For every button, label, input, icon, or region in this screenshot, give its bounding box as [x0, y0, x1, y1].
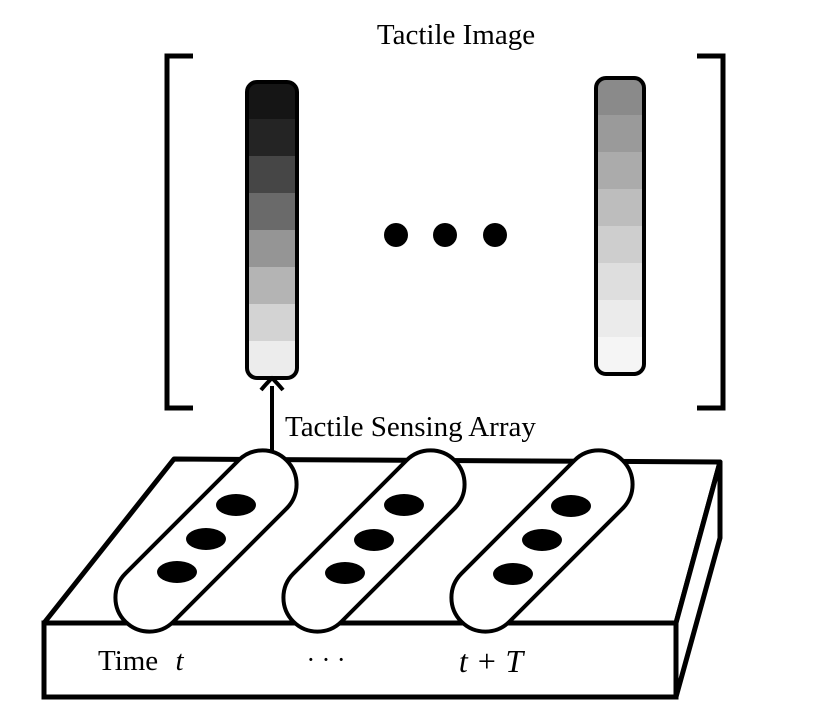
tactile-cell — [596, 226, 644, 264]
tactile-cell — [596, 337, 644, 374]
tactile-sensing-array-label: Tactile Sensing Array — [285, 411, 536, 443]
tactile-cell — [596, 115, 644, 153]
right-bracket — [697, 53, 726, 411]
tactile-cell — [247, 156, 297, 194]
sensor-dots-pad-1 — [157, 494, 256, 583]
board-front-face — [41, 620, 679, 700]
sensor-dots-pad-3 — [493, 495, 591, 585]
tactile-cell — [596, 152, 644, 190]
tactile-cell — [596, 78, 644, 116]
time-start-label: Time t — [98, 645, 184, 677]
tactile-image-title: Tactile Image — [377, 19, 535, 51]
tactile-cell — [247, 82, 297, 120]
tactile-cell — [247, 267, 297, 305]
tactile-column-first — [245, 80, 299, 380]
tactile-cell — [247, 304, 297, 342]
time-end-label: t + T — [459, 643, 525, 679]
time-variable-t: t — [175, 645, 184, 677]
time-word: Time — [98, 645, 158, 677]
left-bracket — [164, 53, 193, 411]
sensor-dots-pad-2 — [325, 494, 424, 584]
columns-ellipsis — [384, 223, 507, 247]
tactile-cell — [247, 193, 297, 231]
tactile-column-last — [594, 76, 646, 376]
tactile-cell — [596, 300, 644, 338]
time-ellipsis: · · · — [307, 645, 346, 674]
tactile-cell — [247, 230, 297, 268]
tactile-cell — [596, 263, 644, 301]
tactile-cell — [596, 189, 644, 227]
tactile-cell — [247, 341, 297, 378]
tactile-cell — [247, 119, 297, 157]
